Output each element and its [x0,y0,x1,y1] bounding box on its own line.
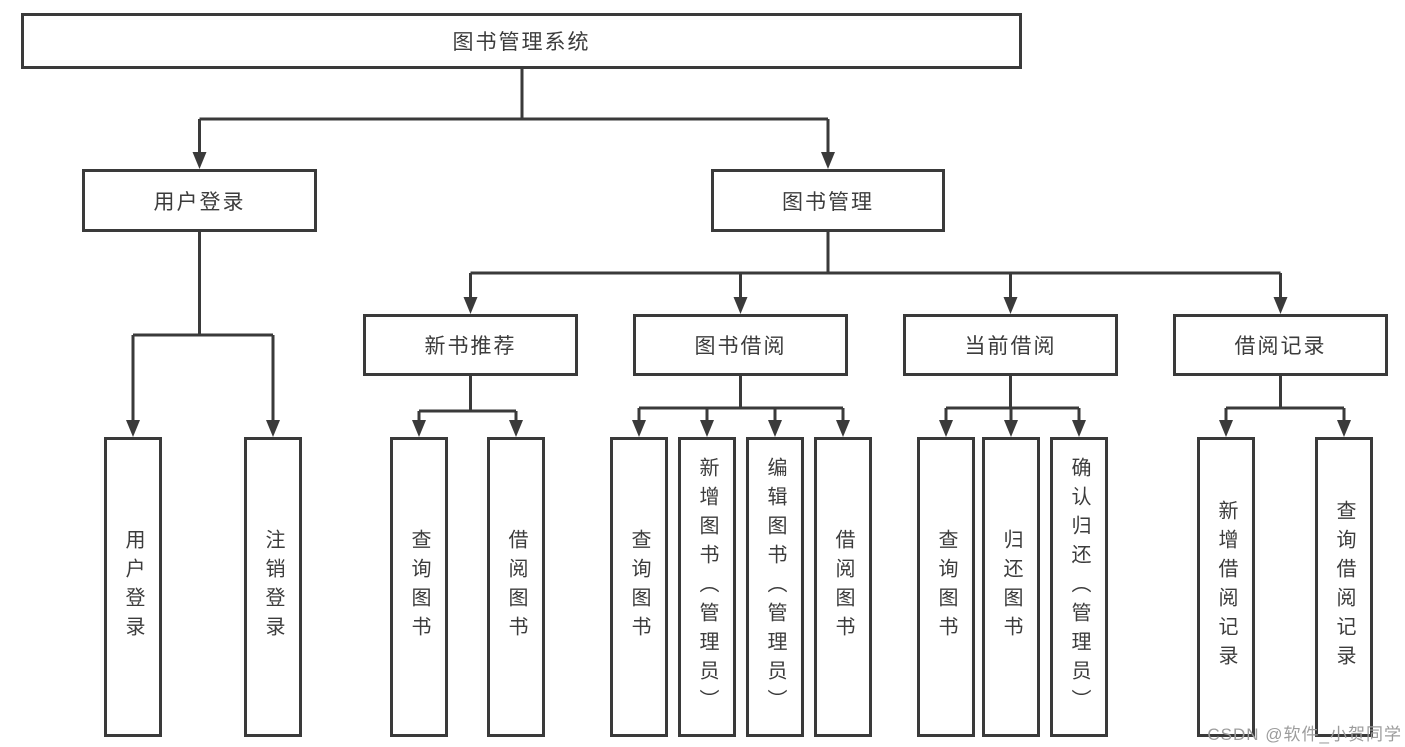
connector-root-to-branches [192,69,835,169]
leaf-query-borrow-record-label: 查询借阅记录 [1333,500,1355,674]
leaf-return-book-label: 归还图书 [1000,529,1022,645]
leaf-borrow-query-book: 查询图书 [610,437,668,737]
leaf-add-book-admin-label: 新增图书（管理员） [696,456,718,718]
leaf-add-borrow-record-label: 新增借阅记录 [1215,500,1237,674]
leaf-newbook-borrow-book: 借阅图书 [487,437,545,737]
connector-current-children [939,376,1086,437]
node-root-system: 图书管理系统 [21,13,1022,69]
node-borrow-record-label: 借阅记录 [1234,335,1327,358]
node-book-borrow-label: 图书借阅 [694,335,787,358]
leaf-logout-label: 注销登录 [262,529,284,645]
leaf-edit-book-admin: 编辑图书（管理员） [746,437,804,737]
connector-borrow-children [632,376,850,437]
leaf-newbook-borrow-book-label: 借阅图书 [505,529,527,645]
leaf-current-query-book-label: 查询图书 [935,529,957,645]
node-user-login-label: 用户登录 [153,190,246,214]
node-book-borrow: 图书借阅 [633,314,848,376]
csdn-watermark: CSDN @软件_小贺同学 [1207,725,1402,744]
node-new-book-recommend: 新书推荐 [363,314,578,376]
node-new-book-recommend-label: 新书推荐 [424,335,517,358]
connector-record-children [1219,376,1351,437]
leaf-add-borrow-record: 新增借阅记录 [1197,437,1255,737]
leaf-newbook-query-book: 查询图书 [390,437,448,737]
leaf-add-book-admin: 新增图书（管理员） [678,437,736,737]
leaf-newbook-query-book-label: 查询图书 [408,529,430,645]
leaf-edit-book-admin-label: 编辑图书（管理员） [764,456,786,718]
leaf-logout: 注销登录 [244,437,302,737]
leaf-query-borrow-record: 查询借阅记录 [1315,437,1373,737]
leaf-current-query-book: 查询图书 [917,437,975,737]
leaf-borrow-book: 借阅图书 [814,437,872,737]
node-book-management: 图书管理 [711,169,945,232]
leaf-user-login: 用户登录 [104,437,162,737]
connector-mgmt-children [463,232,1288,314]
leaf-borrow-book-label: 借阅图书 [832,529,854,645]
leaf-borrow-query-book-label: 查询图书 [628,529,650,645]
node-root-label: 图书管理系统 [452,31,591,54]
connector-login-children [126,232,280,437]
node-borrow-record: 借阅记录 [1173,314,1388,376]
node-current-borrow-label: 当前借阅 [964,335,1057,358]
node-user-login: 用户登录 [82,169,317,232]
leaf-confirm-return-admin: 确认归还（管理员） [1050,437,1108,737]
leaf-return-book: 归还图书 [982,437,1040,737]
node-book-management-label: 图书管理 [782,190,874,214]
node-current-borrow: 当前借阅 [903,314,1118,376]
leaf-confirm-return-admin-label: 确认归还（管理员） [1068,456,1090,718]
connector-newbook-children [412,376,523,437]
leaf-user-login-label: 用户登录 [122,529,144,645]
